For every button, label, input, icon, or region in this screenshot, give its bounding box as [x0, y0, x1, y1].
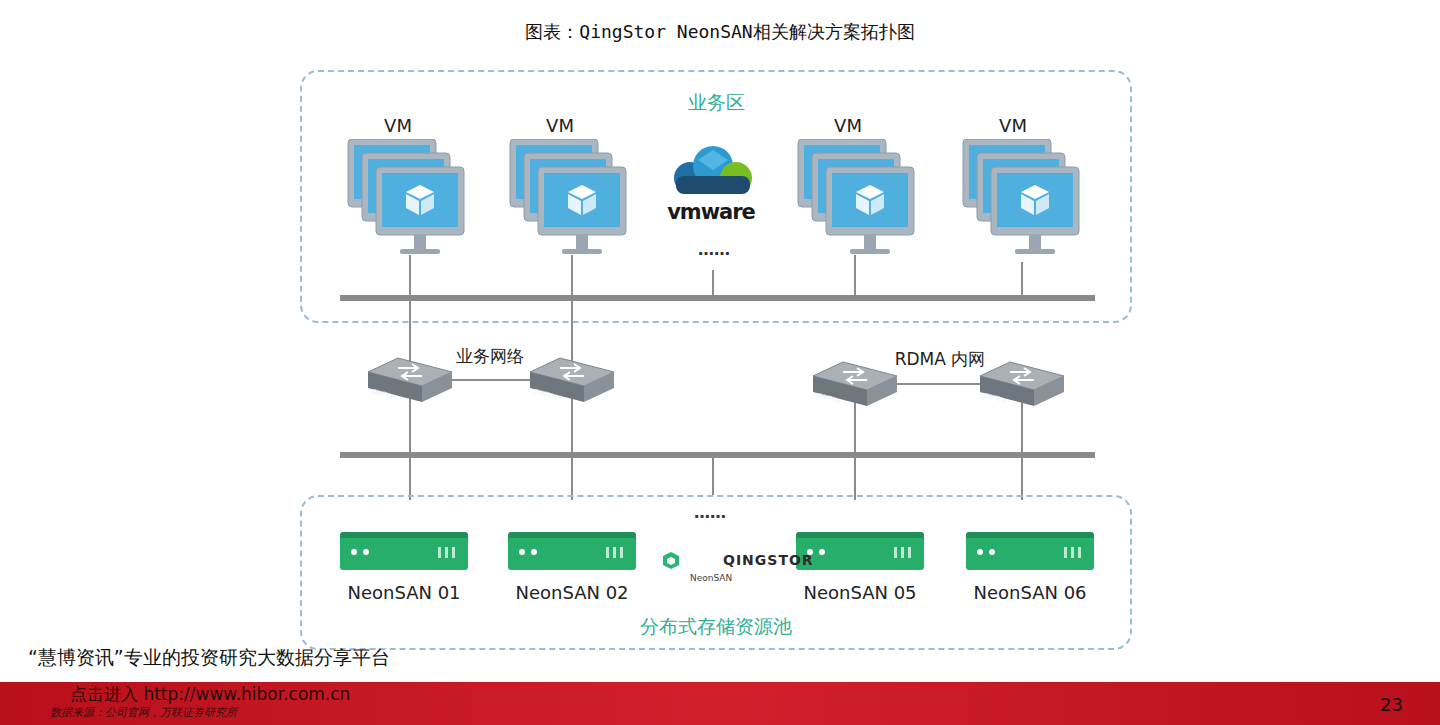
footer-link: 点击进入 http://www.hibor.com.cn: [70, 683, 350, 706]
brand-sub-text: NeonSAN: [690, 573, 732, 583]
server-label: NeonSAN 01: [347, 582, 460, 603]
vmware-cloud: [674, 146, 752, 194]
qingstor-mark: [663, 552, 679, 569]
page-number: 23: [1380, 694, 1403, 715]
vm-label: VM: [790, 115, 906, 136]
vm-label: VM: [955, 115, 1071, 136]
ellipsis: ……: [694, 503, 726, 522]
brand-logo-text: QINGSTOR: [723, 552, 814, 568]
vm-monitor-stack: [955, 139, 1095, 269]
storage-bus: [340, 452, 1095, 458]
vm-group: VM: [502, 115, 642, 265]
zone-title: 分布式存储资源池: [640, 614, 792, 640]
vm-group: VM: [340, 115, 480, 265]
server-label: NeonSAN 05: [803, 582, 916, 603]
vm-monitor-stack: [502, 139, 642, 269]
footer-bar: [0, 682, 1440, 725]
ellipsis: ……: [698, 240, 730, 259]
source-note: 数据来源：公司官网，万联证券研究所: [50, 705, 237, 720]
vm-group: VM: [790, 115, 930, 265]
server-label: NeonSAN 02: [515, 582, 628, 603]
storage-server: NeonSAN 06: [966, 532, 1094, 570]
network-label: RDMA 内网: [895, 348, 986, 371]
server-face: [508, 538, 636, 570]
storage-server: NeonSAN 02: [508, 532, 636, 570]
storage-server: NeonSAN 05: [796, 532, 924, 570]
network-label: 业务网络: [456, 345, 524, 368]
server-face: [966, 538, 1094, 570]
vm-monitor-stack: [790, 139, 930, 269]
vm-label: VM: [340, 115, 456, 136]
vm-label: VM: [502, 115, 618, 136]
server-label: NeonSAN 06: [973, 582, 1086, 603]
vendor-logo-text: vmware: [667, 200, 755, 224]
vm-monitor-stack: [340, 139, 480, 269]
vm-group: VM: [955, 115, 1095, 270]
drop-lines: [410, 255, 1022, 500]
zone-title: 业务区: [688, 90, 745, 116]
server-face: [340, 538, 468, 570]
zone-region: 业务区 VM VM VM VM: [300, 70, 1132, 323]
figure-title: 图表：QingStor NeonSAN相关解决方案拓扑图: [525, 20, 914, 44]
business-bus: [340, 295, 1095, 301]
storage-server: NeonSAN 01: [340, 532, 468, 570]
footer-slogan: “慧博资讯”专业的投资研究大数据分享平台: [28, 645, 390, 671]
server-face: [796, 538, 924, 570]
